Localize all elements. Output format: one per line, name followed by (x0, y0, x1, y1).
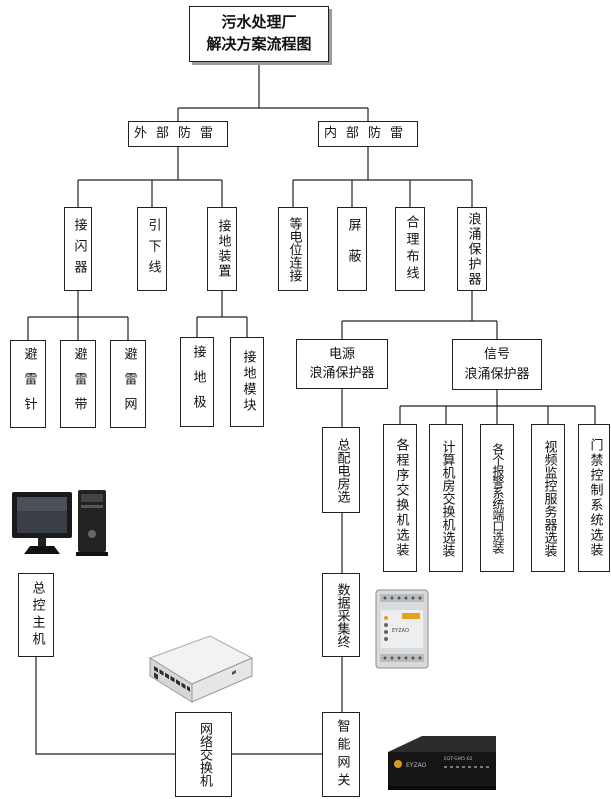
wiring-box: 合理布线 (395, 207, 425, 291)
network-switch-icon (148, 635, 254, 703)
internal-protection-label: 内部防雷 (323, 125, 412, 141)
lightning-rod-label: 避雷针 (21, 346, 37, 422)
diagram-title: 污水处理厂 解决方案流程图 (189, 6, 329, 62)
control-host-label: 总控主机 (29, 581, 45, 649)
access-control-label: 门禁控制系统选装 (587, 438, 603, 558)
desktop-computer-icon (12, 490, 108, 556)
network-switch-box: 网络交换机 (175, 712, 232, 797)
program-switch-box: 各程序交换机选装 (383, 424, 417, 572)
wiring-label: 合理布线 (403, 215, 419, 283)
external-protection-label: 外部防雷 (133, 125, 222, 141)
video-server-label: 视频监控服务器选装 (541, 439, 557, 557)
smart-gateway-icon: EYZAO EGT-GW5-02 (388, 736, 496, 790)
external-protection-box: 外部防雷 (128, 121, 228, 147)
down-conductor-label: 引下线 (145, 217, 161, 281)
ground-electrode-label: 接地极 (190, 344, 206, 420)
gateway-brand: EYZAO (406, 762, 427, 769)
video-server-box: 视频监控服务器选装 (531, 424, 565, 572)
ground-electrode-box: 接地极 (180, 337, 214, 427)
access-control-box: 门禁控制系统选装 (578, 424, 610, 572)
collector-brand: EYZAO (392, 628, 409, 634)
distribution-room-label: 总配电房选 (334, 437, 350, 503)
smart-gateway-label: 智能网关 (334, 718, 350, 791)
internal-protection-box: 内部防雷 (318, 121, 418, 147)
grounding-device-box: 接地装置 (207, 207, 237, 291)
alarm-port-box: 各个报警系统端口选装 (480, 424, 514, 572)
ground-module-box: 接地模块 (230, 337, 264, 427)
data-collector-label: 数据采集终 (334, 582, 350, 648)
data-collector-box: 数据采集终 (322, 573, 360, 657)
title-line-2: 解决方案流程图 (206, 35, 312, 53)
alarm-port-label: 各个报警系统端口选装 (490, 443, 505, 553)
shielding-label: 屏蔽 (345, 218, 361, 280)
signal-spd-box: 信号 浪涌保护器 (452, 339, 542, 390)
air-terminal-label: 接闪器 (71, 217, 87, 281)
lightning-strip-label: 避雷带 (71, 346, 87, 422)
ground-module-label: 接地模块 (240, 350, 256, 414)
program-switch-label: 各程序交换机选装 (393, 438, 409, 558)
computer-room-switch-label: 计算机房交换机选装 (439, 439, 455, 557)
surge-protector-label: 浪涌保护器 (465, 211, 481, 287)
grounding-device-label: 接地装置 (215, 219, 231, 279)
lightning-strip-box: 避雷带 (60, 340, 96, 428)
control-host-box: 总控主机 (18, 573, 54, 657)
down-conductor-box: 引下线 (137, 207, 167, 291)
air-terminal-box: 接闪器 (64, 207, 92, 291)
power-spd-box: 电源 浪涌保护器 (296, 339, 388, 389)
smart-gateway-box: 智能网关 (322, 712, 360, 797)
gateway-model: EGT-GW5-02 (444, 756, 473, 762)
lightning-net-label: 避雷网 (121, 346, 137, 422)
lightning-rod-box: 避雷针 (10, 340, 46, 428)
shielding-box: 屏蔽 (337, 207, 367, 291)
equipotential-box: 等电位连接 (278, 207, 308, 291)
power-spd-line-2: 浪涌保护器 (309, 366, 375, 381)
signal-spd-line-1: 信号 (483, 347, 510, 362)
network-switch-label: 网络交换机 (196, 722, 212, 787)
data-collector-icon: EYZAO (375, 589, 429, 669)
power-spd-line-1: 电源 (328, 346, 355, 362)
equipotential-label: 等电位连接 (286, 216, 302, 282)
signal-spd-line-2: 浪涌保护器 (464, 366, 530, 382)
distribution-room-box: 总配电房选 (322, 427, 360, 513)
lightning-net-box: 避雷网 (110, 340, 146, 428)
computer-room-switch-box: 计算机房交换机选装 (429, 424, 463, 572)
title-line-1: 污水处理厂 (221, 13, 297, 32)
surge-protector-box: 浪涌保护器 (457, 207, 487, 291)
